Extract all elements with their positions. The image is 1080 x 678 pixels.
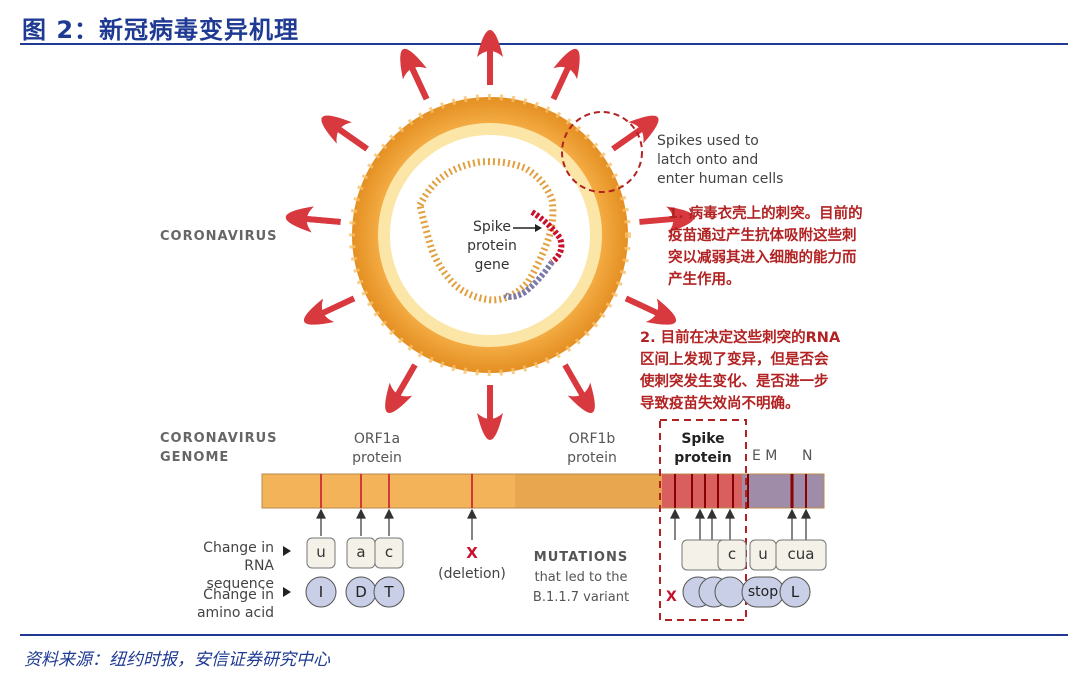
note1-line: 突以减弱其进入细胞的能力而 [668,250,857,266]
spike-gene-label: Spike protein gene [462,218,522,275]
spike-note-line: enter human cells [657,171,784,187]
mutations-line: MUTATIONS [533,550,629,565]
amino-change-letter: L [790,583,800,601]
n-label: N [802,448,813,464]
gene-label-line: gene [474,257,510,273]
orf1a-label: ORF1a protein [340,430,414,468]
genome-label-line: CORONAVIRUS [160,431,278,446]
spike-group [285,30,695,440]
note2-line: 使刺突发生变化、是否进一步 [640,374,829,390]
rna-change-boxes [306,537,827,571]
rna-change-letter: c [384,543,394,561]
deletion-label: (deletion) [438,566,506,582]
spike-rna-letter: c [727,545,737,563]
spike-gene-segment [530,209,565,265]
spike-protein-label: Spike protein [670,430,736,468]
spike-deletion-x: X [666,589,677,605]
legend-amino-line: amino acid [196,605,274,621]
gene-label-line: Spike [473,219,511,235]
spike-note-line: Spikes used to [657,133,759,149]
note1-line: 1. 病毒衣壳上的刺突。目前的 [668,206,863,222]
amino-change-letter: D [355,583,367,601]
note1-line: 疫苗通过产生抗体吸附这些刺 [668,228,857,244]
spike-rna-letter: cua [787,545,815,563]
deletion-x: X [466,544,478,562]
coronavirus-label: CORONAVIRUS [160,229,278,244]
spike-rna-letter: u [758,545,768,563]
orf1a-line: protein [352,450,402,466]
legend-rna-line: Change in [203,540,274,556]
em-label: E M [752,448,778,464]
figure-title: 图 2：新冠病毒变异机理 [22,16,300,44]
amino-change-letter: I [318,583,324,601]
orf1b-line: ORF1b [568,431,616,447]
amino-change-circles [305,576,811,608]
annotation-note-2: 2. 目前在决定这些刺突的RNA 区间上发现了变异，但是否会 使刺突发生变化、是… [640,327,840,415]
annotation-note-1: 1. 病毒衣壳上的刺突。目前的 疫苗通过产生抗体吸附这些刺 突以减弱其进入细胞的… [668,203,863,291]
legend-amino-line: Change in [203,587,274,603]
mutations-label: MUTATIONS that led to the B.1.1.7 varian… [527,548,635,608]
legend-rna-line: RNA sequence [206,558,274,592]
amino-change-letter: T [384,583,394,601]
note2-line: 区间上发现了变异，但是否会 [640,352,829,368]
title-rule [20,43,1068,45]
genome-bar [261,473,825,509]
footer-rule [20,634,1068,636]
mutations-line: B.1.1.7 variant [532,590,630,605]
mutations-line: that led to the [534,570,628,585]
note1-line: 产生作用。 [668,272,741,288]
rna-strand [416,158,557,304]
legend-rna: Change in RNA sequence [176,539,274,593]
spike-callout-circle [561,111,643,193]
genome-label-line: GENOME [160,450,230,465]
spike-label-line: protein [674,450,732,466]
rna-change-letter: u [316,543,326,561]
orf1b-label: ORF1b protein [555,430,629,468]
rna-change-letter: a [356,543,366,561]
genome-label: CORONAVIRUS GENOME [160,429,278,467]
spike-note-line: latch onto and [657,152,759,168]
orf1a-line: ORF1a [353,431,401,447]
spike-region-box [659,419,747,621]
source-note: 资料来源：纽约时报，安信证券研究中心 [24,650,330,670]
gene-label-line: protein [467,238,517,254]
spike-note: Spikes used to latch onto and enter huma… [657,132,783,189]
orf1b-line: protein [567,450,617,466]
spike-label-line: Spike [681,431,725,447]
note2-line: 导致疫苗失效尚不明确。 [640,396,800,412]
stop-codon-label: stop [747,584,779,600]
legend-amino: Change in amino acid [176,586,274,622]
note2-line: 2. 目前在决定这些刺突的RNA [640,330,841,346]
